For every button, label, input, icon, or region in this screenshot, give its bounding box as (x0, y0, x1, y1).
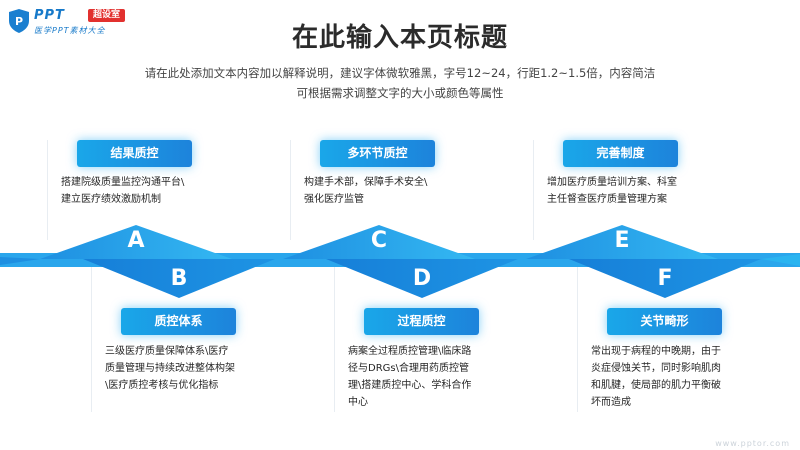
desc-e: 增加医疗质量培训方案、科室 主任督查医疗质量管理方案 (547, 174, 677, 208)
logo-subtitle: 医学PPT素材大全 (34, 26, 106, 35)
desc-b: 三级医疗质量保障体系\医疗 质量管理与持续改进整体构架 \医疗质控考核与优化指标 (105, 343, 235, 394)
pill-b-title: 质控体系 (121, 308, 236, 335)
desc-line: 坏而造成 (591, 397, 631, 408)
desc-line: 质量管理与持续改进整体构架 (105, 363, 235, 374)
subtitle-line: 请在此处添加文本内容加以解释说明，建议字体微软雅黑，字号12~24，行距1.2~… (144, 66, 656, 80)
subtitle-line: 可根据需求调整文字的大小或颜色等属性 (296, 86, 504, 100)
desc-line: 构建手术部，保障手术安全\ (304, 177, 428, 188)
desc-line: 主任督查医疗质量管理方案 (547, 194, 667, 205)
logo-brand: PPT (34, 8, 65, 23)
desc-line: 和肌腱，使局部的肌力平衡破 (591, 380, 721, 391)
panel-divider (334, 262, 335, 412)
letter-e: E (614, 228, 629, 253)
desc-line: 增加医疗质量培训方案、科室 (547, 177, 677, 188)
pill-d-title: 过程质控 (364, 308, 479, 335)
panel-divider (290, 140, 291, 240)
desc-d: 病案全过程质控管理\临床路 径与DRGs\合理用药质控管 理\搭建质控中心、学科… (348, 343, 471, 411)
desc-f: 常出现于病程的中晚期，由于 炎症侵蚀关节，同时影响肌肉 和肌腱，使局部的肌力平衡… (591, 343, 721, 411)
letter-c: C (371, 228, 387, 253)
desc-line: 病案全过程质控管理\临床路 (348, 346, 472, 357)
panel-divider (533, 140, 534, 240)
logo-badge: 超设室 (88, 9, 126, 22)
letter-b: B (171, 266, 188, 291)
desc-line: 强化医疗监管 (304, 194, 364, 205)
zigzag-band (0, 225, 800, 298)
pill-e-title: 完善制度 (563, 140, 678, 167)
shield-logo-icon: P (9, 9, 29, 33)
panel-divider (91, 262, 92, 412)
desc-line: 搭建院级质量监控沟通平台\ (61, 177, 185, 188)
panel-divider (577, 262, 578, 412)
page-title: 在此输入本页标题 (291, 23, 508, 53)
desc-line: 中心 (348, 397, 368, 408)
logo: P PPT 超设室 医学PPT素材大全 (8, 8, 148, 38)
desc-line: 建立医疗绩效激励机制 (61, 194, 161, 205)
pill-c-title: 多环节质控 (320, 140, 435, 167)
desc-line: \医疗质控考核与优化指标 (105, 380, 219, 391)
svg-text:P: P (15, 15, 23, 28)
desc-c: 构建手术部，保障手术安全\ 强化医疗监管 (304, 174, 427, 208)
band-letters: A B C D E F (127, 228, 672, 291)
pill-f-title: 关节畸形 (607, 308, 722, 335)
desc-line: 三级医疗质量保障体系\医疗 (105, 346, 229, 357)
desc-line: 常出现于病程的中晚期，由于 (591, 346, 721, 357)
pill-a-title: 结果质控 (77, 140, 192, 167)
page-subtitle: 请在此处添加文本内容加以解释说明，建议字体微软雅黑，字号12~24，行距1.2~… (0, 63, 800, 103)
desc-a: 搭建院级质量监控沟通平台\ 建立医疗绩效激励机制 (61, 174, 184, 208)
letter-a: A (127, 228, 144, 253)
desc-line: 理\搭建质控中心、学科合作 (348, 380, 472, 391)
letter-f: F (657, 266, 672, 291)
footer-url: www.pptor.com (715, 439, 790, 448)
letter-d: D (413, 266, 431, 291)
desc-line: 径与DRGs\合理用药质控管 (348, 363, 469, 374)
desc-line: 炎症侵蚀关节，同时影响肌肉 (591, 363, 721, 374)
panel-divider (47, 140, 48, 240)
